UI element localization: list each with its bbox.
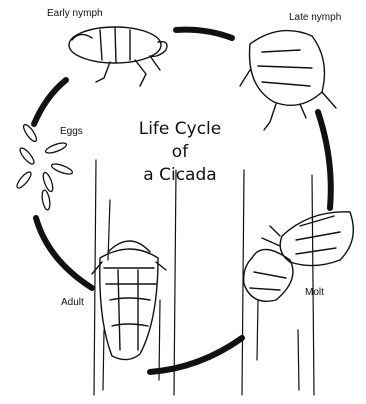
arrow-eggs-to-early bbox=[34, 80, 66, 124]
molt-illustration bbox=[244, 212, 354, 301]
early-nymph-illustration bbox=[69, 27, 167, 86]
tree-trunk-left bbox=[94, 160, 176, 395]
arrow-late-to-molt bbox=[318, 112, 331, 208]
eggs-label: Eggs bbox=[60, 126, 83, 137]
title-line-1: Life Cycle bbox=[130, 118, 230, 141]
title-line-3: a Cicada bbox=[130, 164, 230, 187]
tree-trunk-right bbox=[242, 170, 314, 395]
molt-label: Molt bbox=[305, 287, 324, 298]
early-nymph-label: Early nymph bbox=[47, 8, 103, 19]
title-line-2: of bbox=[130, 141, 230, 164]
arrow-early-to-late bbox=[176, 30, 232, 38]
adult-cicada-illustration bbox=[92, 241, 166, 360]
late-nymph-label: Late nymph bbox=[289, 12, 341, 23]
arrow-adult-to-eggs bbox=[36, 218, 92, 288]
arrow-molt-to-adult bbox=[150, 338, 242, 372]
cycle-arrows bbox=[34, 30, 331, 372]
adult-label: Adult bbox=[61, 297, 84, 308]
diagram-title: Life Cycle of a Cicada bbox=[130, 118, 230, 187]
